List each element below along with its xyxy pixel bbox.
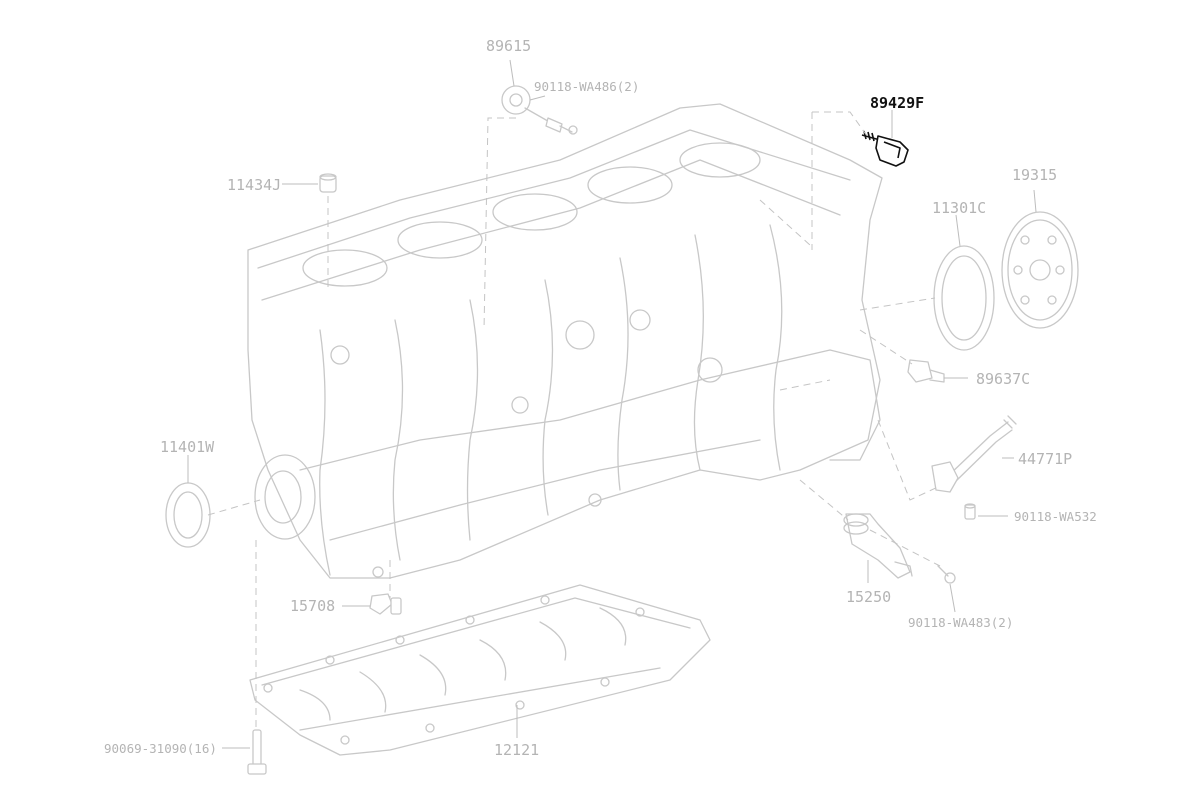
label-11434j: 11434J	[227, 176, 281, 194]
knock-sensor-89615[interactable]	[501, 85, 561, 129]
label-12121: 12121	[494, 741, 539, 759]
label-11301c: 11301C	[932, 199, 986, 217]
label-90069-31090: 90069-31090(16)	[104, 741, 217, 756]
label-90118-wa483: 90118-WA483(2)	[908, 615, 1013, 630]
bolt-90118-wa483[interactable]	[937, 565, 956, 584]
assembly-lines	[207, 111, 941, 730]
leader-lines	[187, 59, 1037, 749]
label-19315: 19315	[1012, 166, 1057, 184]
label-15250: 15250	[846, 588, 891, 606]
label-90118-wa486: 90118-WA486(2)	[534, 79, 639, 94]
front-oil-seal-11401w[interactable]	[165, 482, 211, 548]
sensor-89637c[interactable]	[907, 359, 945, 383]
cylinder-block[interactable]	[247, 103, 883, 579]
label-90118-wa532: 90118-WA532	[1014, 509, 1097, 524]
plug-11434j[interactable]	[319, 173, 337, 193]
bolt-90118-wa532[interactable]	[964, 503, 976, 520]
label-89429f[interactable]: 89429F	[870, 94, 924, 112]
label-11401w: 11401W	[160, 438, 215, 456]
bolt-90118-wa486[interactable]	[545, 117, 578, 135]
rear-oil-seal-11301c[interactable]	[933, 245, 995, 351]
label-44771p: 44771P	[1018, 450, 1072, 468]
pipe-44771p[interactable]	[931, 415, 1017, 493]
bolt-90069-31090[interactable]	[247, 729, 267, 775]
oil-jet-15708[interactable]	[369, 593, 402, 615]
label-89637c: 89637C	[976, 370, 1030, 388]
oil-pan[interactable]	[249, 584, 711, 756]
sensor-89429f[interactable]	[861, 130, 909, 167]
plate-19315[interactable]	[1001, 211, 1079, 329]
label-15708: 15708	[290, 597, 335, 615]
label-89615: 89615	[486, 37, 531, 55]
valve-15250[interactable]	[843, 513, 913, 579]
